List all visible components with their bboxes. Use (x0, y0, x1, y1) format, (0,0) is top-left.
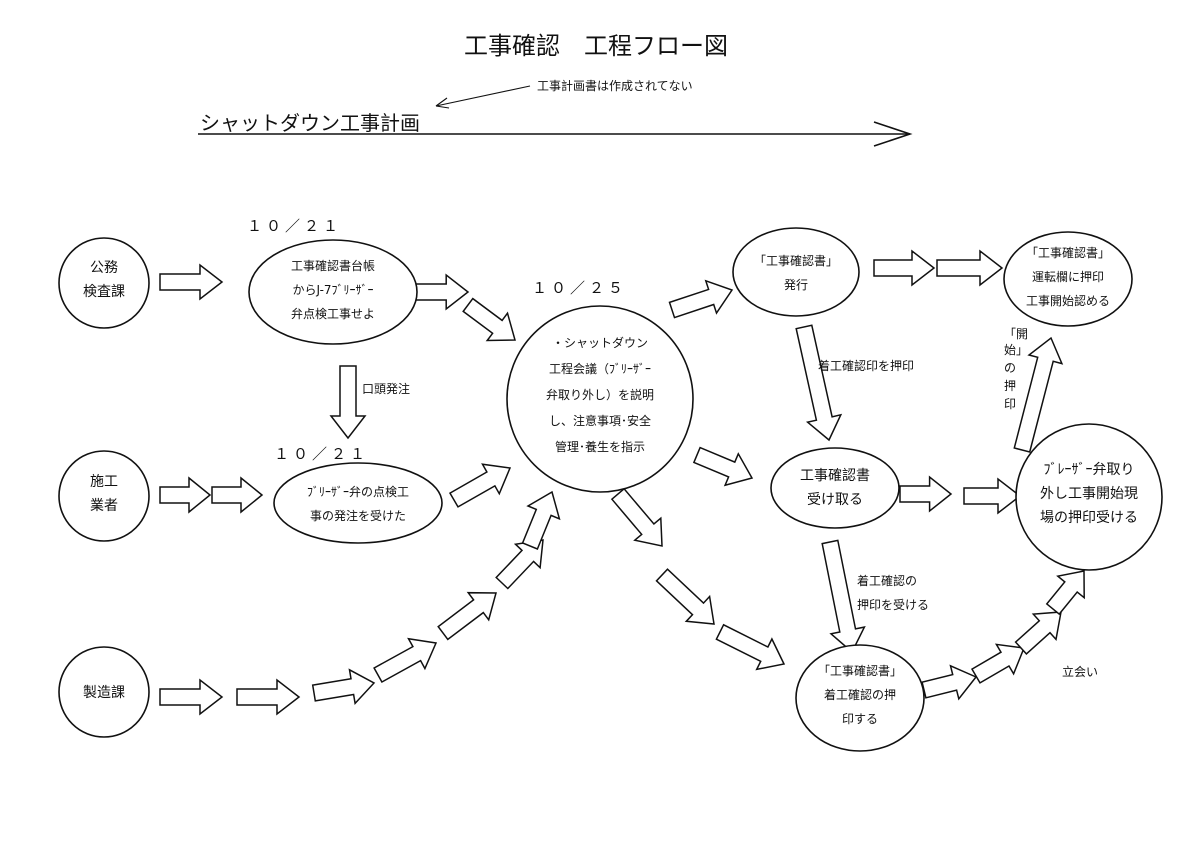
arrow-seizou-3 (311, 668, 376, 706)
arrow-sekou-2 (211, 476, 264, 514)
arrow-koumu-to-daichou (159, 263, 224, 301)
label-chakkou-oin-ukeru: 着工確認の押印を受ける (857, 573, 929, 612)
arrow-uketoru-to-chakkou (821, 539, 866, 654)
node-seizouka: 製造課 (58, 646, 150, 738)
label-koutou-hacchuu: 口頭発注 (362, 381, 410, 396)
label-chakkou-kakunin-in: 着工確認印を押印 (818, 358, 914, 373)
date-1021-top: １０／２１ (247, 217, 342, 235)
node-hacchuu-uketa: ﾌﾞﾘｰｻﾞｰ弁の点検工事の発注を受けた (273, 462, 443, 544)
svg-text:施工業者: 施工業者 (90, 474, 118, 514)
arrow-chakkou-to-genba-3 (1014, 611, 1062, 655)
node-uketoru: 工事確認書受け取る (770, 447, 900, 529)
svg-text:公務検査課: 公務検査課 (83, 260, 125, 300)
arrow-seizou-4 (373, 637, 438, 684)
svg-text:・シャットダウン工程会議（ﾌﾞﾘｰｻﾞｰ弁取り外し）を説明し: ・シャットダウン工程会議（ﾌﾞﾘｰｻﾞｰ弁取り外し）を説明し、注意事項･安全管理… (546, 335, 654, 454)
arrow-daichou-to-kaigi (462, 297, 516, 342)
arrow-uketoru-to-genba-2 (963, 477, 1022, 515)
shutdown-plan-arrowhead (873, 121, 913, 147)
svg-text:「工事確認書」発行: 「工事確認書」発行 (754, 253, 838, 292)
arrow-daichou-right (415, 273, 470, 311)
arrow-kaigi-down (610, 487, 663, 547)
svg-text:工事確認書受け取る: 工事確認書受け取る (800, 468, 870, 508)
arrow-genba-to-untenran (1013, 336, 1064, 453)
node-hakkou: 「工事確認書」発行 (732, 227, 860, 317)
flow-arrows (159, 249, 1085, 716)
arrow-uketoru-to-genba-1 (899, 475, 953, 513)
arrow-chakkou-to-genba-1 (921, 664, 978, 701)
shutdown-plan-label: シャットダウン工事計画 (200, 111, 420, 135)
arrow-chakkou-to-genba-2 (970, 643, 1026, 684)
svg-text:「工事確認書」運転欄に押印工事開始認める: 「工事確認書」運転欄に押印工事開始認める (1026, 245, 1110, 308)
svg-text:製造課: 製造課 (83, 685, 125, 701)
label-kaishi-no-oin: 「開始」の押印 (1004, 327, 1028, 411)
arrow-kaigi-to-hakkou (668, 279, 734, 319)
node-chakkou-oin: 「工事確認書」着工確認の押印する (795, 644, 925, 752)
arrow-kaigi-to-chakkou-2 (715, 623, 786, 671)
arrow-koutou-hacchuu (329, 365, 367, 440)
svg-text:ﾌﾞﾘｰｻﾞｰ弁の点検工事の発注を受けた: ﾌﾞﾘｰｻﾞｰ弁の点検工事の発注を受けた (307, 484, 409, 523)
arrow-hakkou-to-uketoru (795, 324, 843, 442)
arrow-seizou-1 (159, 678, 224, 716)
diagram-title: 工事確認 工程フロー図 (464, 32, 728, 60)
date-1021-bottom: １０／２１ (274, 445, 369, 463)
node-kouteikaigi: ・シャットダウン工程会議（ﾌﾞﾘｰｻﾞｰ弁取り外し）を説明し、注意事項･安全管理… (506, 305, 694, 493)
note-pointer-head (435, 97, 450, 109)
arrow-chakkou-to-genba-4 (1045, 570, 1085, 616)
arrow-sekou-1 (159, 476, 212, 514)
arrow-seizou-5 (437, 591, 497, 641)
node-koumu-kensaka: 公務検査課 (58, 237, 150, 329)
arrow-hacchuu-to-kaigi (448, 463, 512, 508)
arrow-kaigi-to-uketoru (692, 446, 754, 487)
node-sekou-gyousha: 施工業者 (58, 450, 150, 542)
arrow-seizou-7 (521, 490, 561, 550)
svg-text:「工事確認書」着工確認の押印する: 「工事確認書」着工確認の押印する (818, 663, 902, 726)
label-tachiai: 立会い (1062, 664, 1098, 679)
node-untenran-oin: 「工事確認書」運転欄に押印工事開始認める (1003, 231, 1133, 327)
arrow-seizou-2 (236, 678, 301, 716)
node-daichou: 工事確認書台帳からJ-7ﾌﾞﾘｰｻﾞｰ弁点検工事せよ (248, 239, 418, 345)
note-pointer-line (435, 85, 531, 107)
arrow-hakkou-to-untenran-2 (936, 249, 1004, 287)
date-1025: １０／２５ (532, 279, 627, 297)
svg-text:ﾌﾞﾚｰｻﾞｰ弁取り外し工事開始現場の押印受ける: ﾌﾞﾚｰｻﾞｰ弁取り外し工事開始現場の押印受ける (1040, 462, 1138, 526)
arrow-hakkou-to-untenran-1 (873, 249, 936, 287)
svg-text:工事確認書台帳からJ-7ﾌﾞﾘｰｻﾞｰ弁点検工事せよ: 工事確認書台帳からJ-7ﾌﾞﾘｰｻﾞｰ弁点検工事せよ (291, 258, 375, 321)
arrow-kaigi-to-chakkou-1 (655, 568, 715, 625)
node-genba-oin: ﾌﾞﾚｰｻﾞｰ弁取り外し工事開始現場の押印受ける (1015, 423, 1163, 571)
plan-not-created-note: 工事計画書は作成されてない (537, 78, 693, 93)
